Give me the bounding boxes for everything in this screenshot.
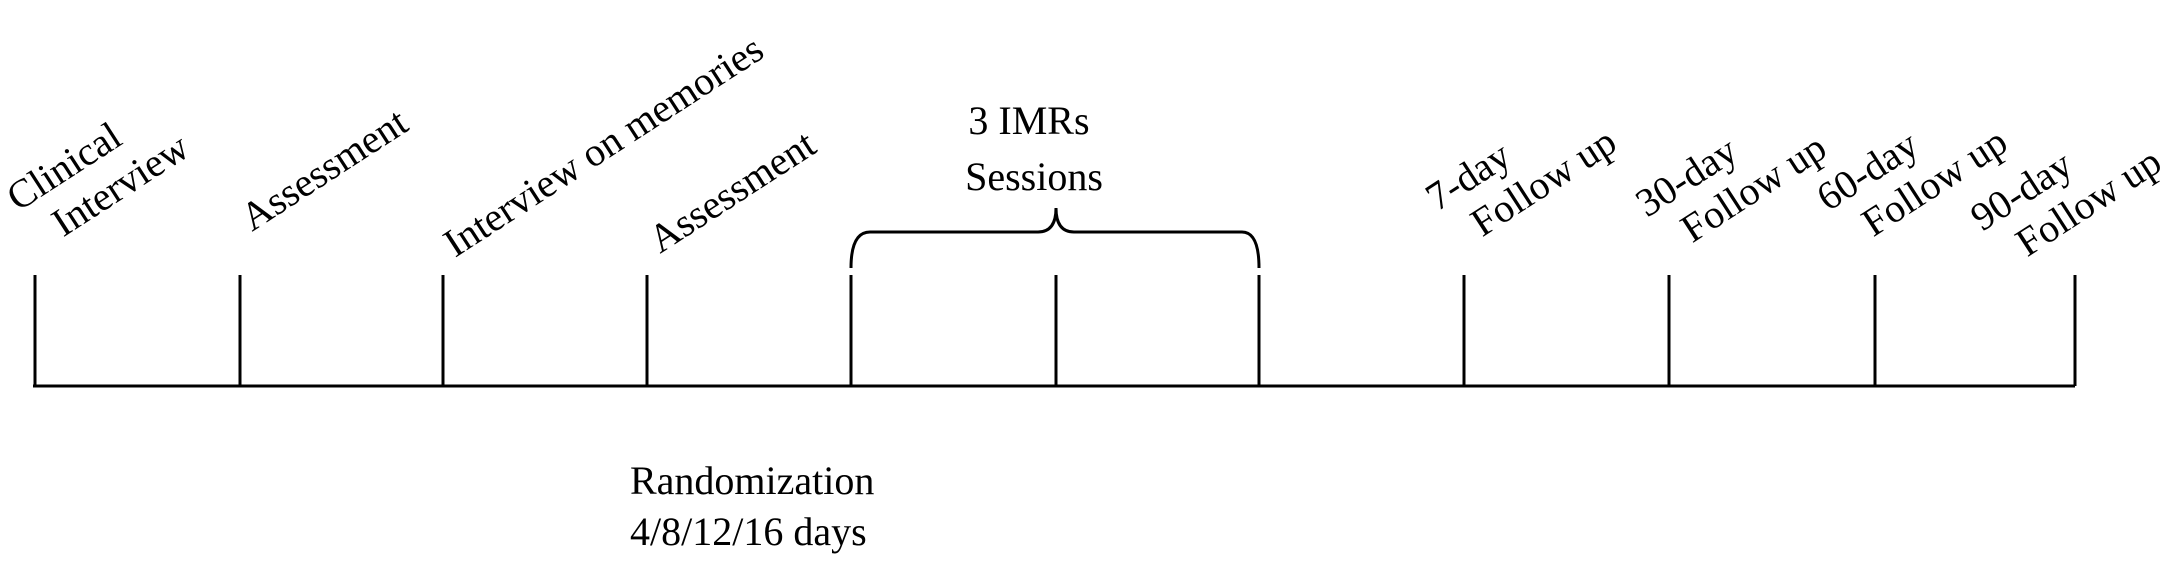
- sessions-brace: [849, 207, 1261, 269]
- label-7-day: 7-day Follow up: [1417, 80, 1624, 258]
- label-assessment-1: Assessment: [232, 99, 415, 240]
- label-clinical-interview: Clinical Interview: [0, 85, 197, 258]
- label-sessions-line-2: Sessions: [965, 154, 1103, 199]
- label-interview-memories: Interview on memories: [435, 26, 771, 266]
- label-randomization-line-2: 4/8/12/16 days: [630, 509, 867, 554]
- label-randomization: Randomization 4/8/12/16 days: [630, 458, 884, 554]
- label-30-day: 30-day Follow up: [1627, 86, 1834, 264]
- label-assessment-2: Assessment: [640, 121, 823, 262]
- label-sessions-line-1: 3 IMRs: [968, 98, 1089, 143]
- label-sessions: 3 IMRs Sessions: [965, 98, 1103, 199]
- label-randomization-line-1: Randomization: [630, 458, 874, 503]
